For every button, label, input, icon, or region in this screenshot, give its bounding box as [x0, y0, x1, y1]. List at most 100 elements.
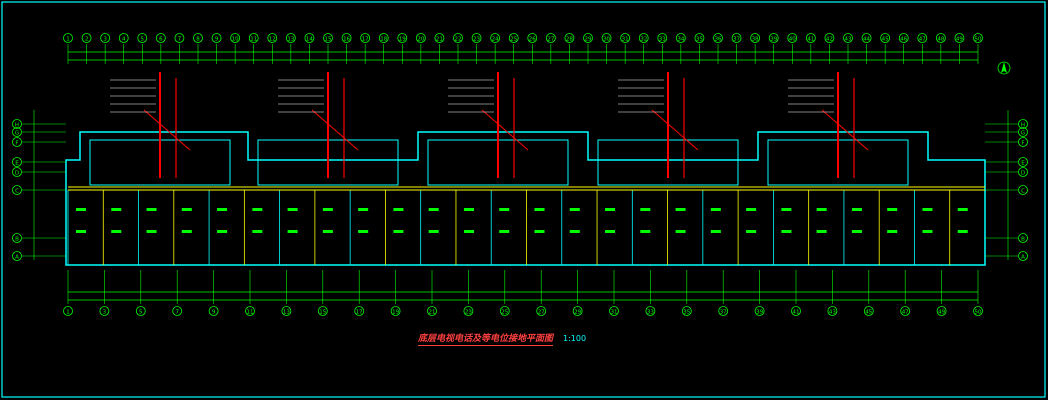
svg-text:10: 10 — [232, 37, 239, 43]
top-axis-bubble: 18 — [378, 33, 389, 43]
top-axis-bubble: 46 — [898, 33, 909, 43]
svg-text:21: 21 — [436, 37, 443, 43]
svg-text:13: 13 — [287, 37, 294, 43]
top-axis-bubble: 50 — [973, 33, 983, 43]
bottom-axis-bubble: 21 — [427, 306, 437, 316]
left-axis-bubble: E — [12, 157, 22, 167]
room-tag — [922, 208, 933, 211]
svg-text:43: 43 — [845, 37, 852, 43]
room-tag — [393, 230, 404, 233]
right-axis-bubble: A — [1018, 251, 1028, 261]
top-axis-bubble: 11 — [248, 33, 259, 43]
svg-text:33: 33 — [647, 310, 654, 316]
top-axis-bubble: 34 — [675, 33, 686, 43]
right-axis-bubble: E — [1018, 157, 1028, 167]
svg-text:46: 46 — [900, 37, 907, 43]
svg-text:50: 50 — [975, 310, 982, 316]
top-axis-bubble: 15 — [323, 33, 333, 43]
top-axis-bubble: 47 — [917, 33, 928, 43]
svg-text:12: 12 — [269, 37, 276, 43]
svg-text:3: 3 — [103, 310, 107, 316]
top-axis-bubble: 29 — [583, 33, 593, 43]
bottom-axis-bubble: 5 — [135, 306, 146, 316]
top-axis-bubble: 3 — [100, 33, 111, 43]
svg-text:8: 8 — [196, 37, 200, 43]
top-axis-bubble: 31 — [620, 33, 631, 43]
top-axis-bubble: 20 — [415, 33, 426, 43]
bottom-axis-bubble: 33 — [645, 306, 656, 316]
bottom-axis-bubble: 27 — [536, 306, 547, 316]
room-tag — [217, 230, 228, 233]
svg-text:F: F — [15, 141, 18, 147]
svg-text:A: A — [1021, 255, 1025, 261]
svg-text:19: 19 — [392, 310, 399, 316]
room-tag — [781, 230, 792, 233]
svg-text:15: 15 — [325, 37, 332, 43]
svg-text:6: 6 — [159, 37, 163, 43]
svg-text:41: 41 — [793, 310, 800, 316]
svg-text:E: E — [1021, 161, 1025, 167]
svg-text:20: 20 — [417, 37, 424, 43]
top-axis-bubble: 6 — [155, 33, 166, 43]
bottom-axis-bubble: 37 — [718, 306, 729, 316]
svg-text:17: 17 — [362, 37, 369, 43]
top-axis-bubble: 7 — [174, 33, 185, 43]
room-tag — [922, 230, 933, 233]
svg-text:7: 7 — [175, 310, 179, 316]
svg-text:39: 39 — [756, 310, 763, 316]
corridor-lines — [68, 186, 985, 191]
room-tag — [358, 208, 369, 211]
room-tag — [640, 230, 651, 233]
bottom-axis-bubble: 11 — [245, 306, 255, 316]
top-axis-bubble: 30 — [601, 33, 612, 43]
bottom-axis-bubble: 49 — [936, 306, 947, 316]
riser-branch — [481, 109, 529, 151]
svg-text:7: 7 — [178, 37, 182, 43]
bottom-axis-bubble: 50 — [973, 306, 983, 316]
bottom-axis-bubble: 13 — [281, 306, 292, 316]
bottom-axis-bubble: 41 — [791, 306, 801, 316]
svg-text:31: 31 — [622, 37, 629, 43]
top-axis-bubble: 26 — [527, 33, 538, 43]
bottom-axis-bubble: 7 — [172, 306, 183, 316]
top-axis-bubble: 13 — [285, 33, 296, 43]
svg-text:49: 49 — [938, 310, 945, 316]
svg-text:50: 50 — [975, 37, 982, 43]
svg-text:D: D — [15, 171, 19, 177]
room-tag — [746, 230, 757, 233]
svg-text:15: 15 — [319, 310, 326, 316]
top-axis-bubble: 21 — [434, 33, 445, 43]
right-axis-bubble: B — [1018, 233, 1028, 243]
svg-text:40: 40 — [789, 37, 796, 43]
room-tag — [499, 208, 510, 211]
room-tag — [499, 230, 510, 233]
svg-text:A: A — [15, 255, 19, 261]
top-axis-bubble: 17 — [360, 33, 371, 43]
svg-text:11: 11 — [250, 37, 257, 43]
top-axis-bubble: 35 — [694, 33, 705, 43]
svg-text:24: 24 — [492, 37, 499, 43]
svg-text:41: 41 — [807, 37, 814, 43]
top-axis-bubble: 38 — [750, 33, 761, 43]
svg-text:2: 2 — [85, 37, 89, 43]
svg-text:25: 25 — [510, 37, 517, 43]
left-axis-bubble: B — [12, 233, 22, 243]
room-tag — [887, 208, 898, 211]
top-axis-bubble: 14 — [304, 33, 315, 43]
exterior-wall — [65, 131, 986, 266]
svg-text:5: 5 — [141, 37, 145, 43]
svg-text:49: 49 — [956, 37, 963, 43]
top-axis-bubble: 12 — [267, 33, 278, 43]
svg-text:25: 25 — [501, 310, 508, 316]
svg-text:G: G — [1021, 131, 1025, 137]
room-tag — [957, 208, 968, 211]
bottom-axis-bubble: 15 — [317, 306, 328, 316]
room-tag — [534, 208, 545, 211]
room-tag — [76, 230, 86, 233]
room-tag — [287, 230, 298, 233]
svg-text:23: 23 — [473, 37, 480, 43]
room-tag — [746, 208, 757, 211]
room-tag — [851, 230, 862, 233]
svg-text:23: 23 — [465, 310, 472, 316]
